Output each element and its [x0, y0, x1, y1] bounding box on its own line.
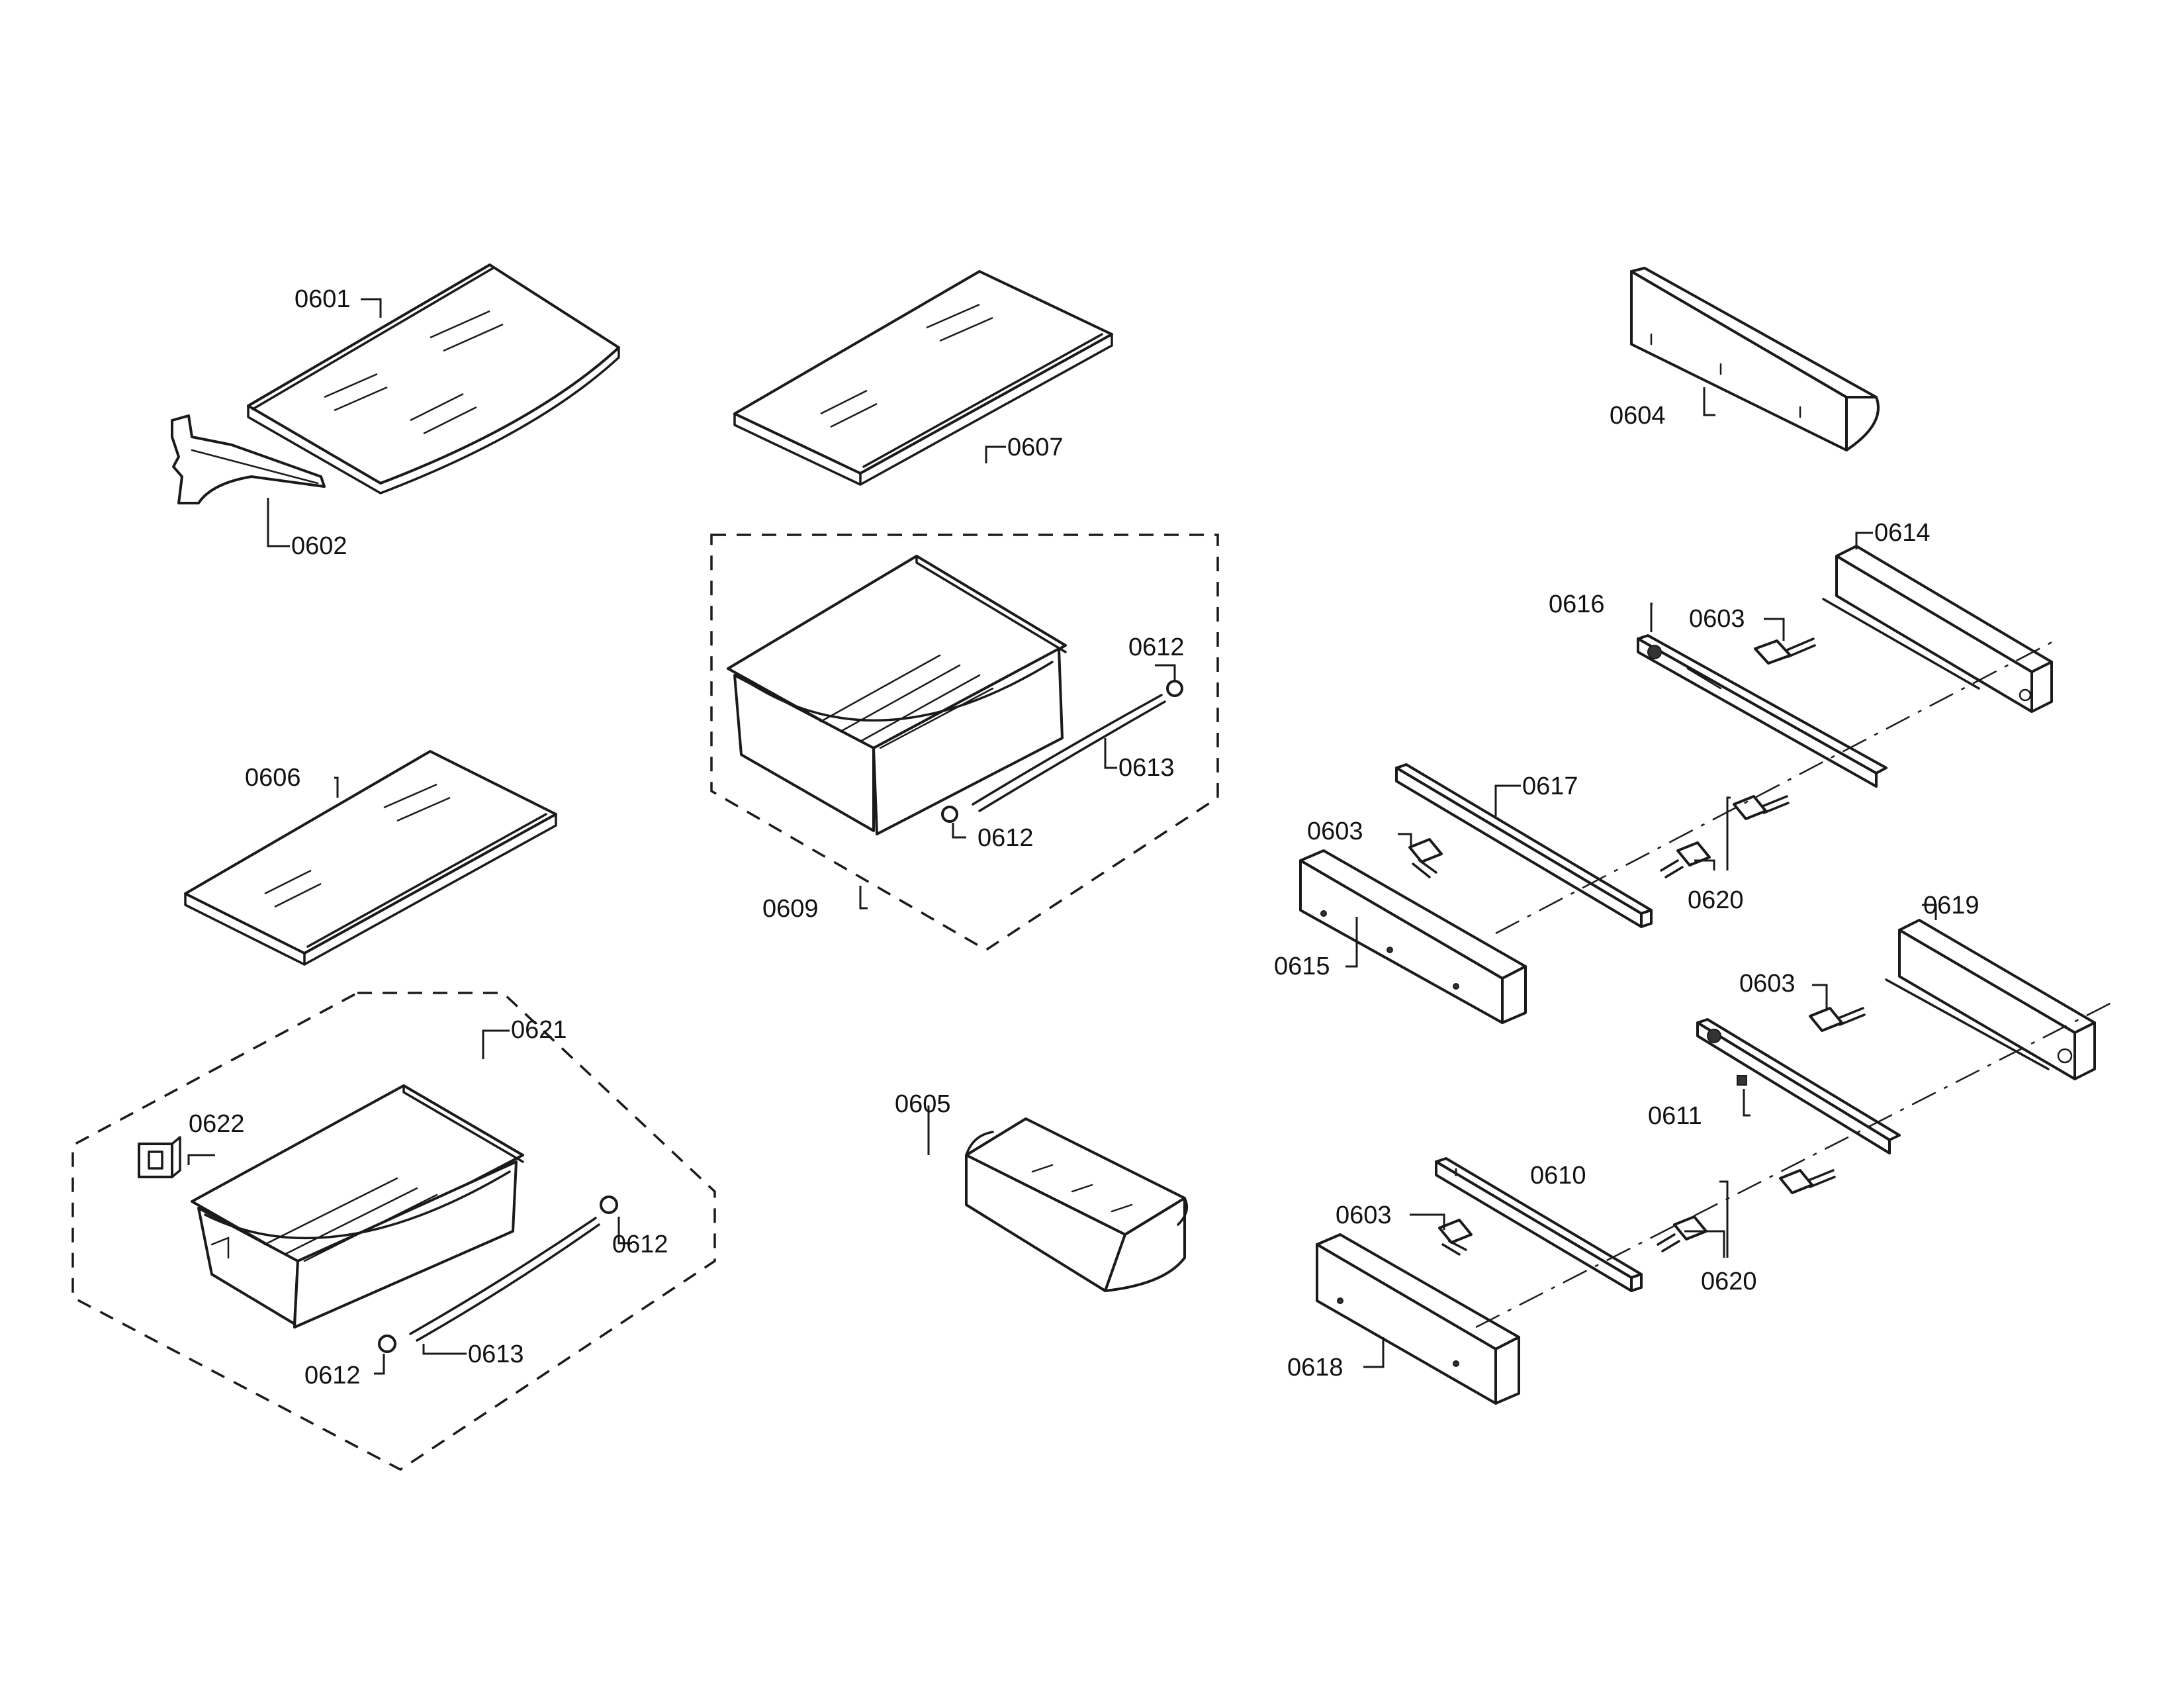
part-0607-glass-shelf — [733, 270, 1113, 486]
callout-0609: 0609 — [762, 895, 819, 923]
callout-0613-drawer-top: 0613 — [1118, 754, 1175, 782]
part-0605-bin — [965, 1117, 1189, 1292]
callout-0621: 0621 — [511, 1016, 567, 1044]
callout-0610: 0610 — [1530, 1162, 1586, 1190]
callout-0616: 0616 — [1549, 590, 1605, 618]
callout-0612-drawer-bottom-right: 0612 — [612, 1231, 668, 1258]
leader-lines — [187, 298, 1937, 1375]
callout-0603-lower-right: 0603 — [1739, 970, 1796, 998]
callout-0603-upper-right: 0603 — [1689, 605, 1745, 633]
part-0617-rail — [1395, 763, 1653, 928]
callout-0602: 0602 — [291, 532, 347, 560]
part-0614-slide-housing — [1822, 545, 2053, 713]
screw-0603-lower-right — [1809, 1007, 1866, 1032]
callout-0619: 0619 — [1923, 892, 1979, 919]
part-0610-rail — [1435, 1157, 1643, 1292]
part-0609-drawer-assembly — [710, 534, 1219, 952]
screw-0620-lower-right — [1779, 1169, 1836, 1194]
callout-0605: 0605 — [895, 1090, 951, 1118]
part-0602-shelf-bracket — [171, 414, 326, 504]
callout-0606: 0606 — [245, 764, 301, 792]
callout-0618: 0618 — [1287, 1354, 1343, 1382]
callout-0622: 0622 — [189, 1110, 245, 1138]
part-0606-glass-shelf — [184, 750, 557, 966]
centerline-lower-slide — [1475, 998, 2118, 1329]
callout-0620-upper: 0620 — [1688, 886, 1744, 914]
part-0618-front-panel — [1316, 1233, 1520, 1405]
screw-0603-upper-right — [1754, 637, 1816, 665]
screw-0620-left-lower — [1657, 1215, 1707, 1252]
part-0616-slide-rail — [1637, 634, 1888, 788]
part-0621-drawer-assembly — [71, 992, 716, 1472]
callout-0613-drawer-bottom: 0613 — [468, 1340, 524, 1368]
part-0611-slide-rail — [1696, 1018, 1901, 1154]
callout-0612-drawer-top-left: 0612 — [978, 824, 1034, 852]
part-0604-cover — [1630, 267, 1880, 451]
callout-labels: 0601 0602 0607 0606 0609 0612 0613 0612 … — [189, 285, 1979, 1389]
screw-0620-upper-right — [1733, 795, 1790, 820]
callout-0604: 0604 — [1610, 402, 1666, 430]
part-0601-glass-shelf — [247, 263, 620, 494]
callout-0615: 0615 — [1274, 953, 1330, 980]
part-0619-slide-housing — [1885, 919, 2096, 1080]
callout-0603-left-upper: 0603 — [1307, 818, 1363, 845]
callout-0612-drawer-bottom-left: 0612 — [304, 1362, 361, 1389]
callout-0614: 0614 — [1874, 519, 1931, 547]
centerline-upper-slide — [1495, 637, 2059, 935]
callout-0612-drawer-top: 0612 — [1128, 633, 1185, 661]
callout-0617: 0617 — [1522, 773, 1578, 800]
part-0615-front-panel — [1299, 849, 1527, 1024]
screw-0603-left-upper — [1408, 838, 1443, 878]
callout-0603-left-lower: 0603 — [1336, 1201, 1392, 1229]
callout-0607: 0607 — [1007, 434, 1064, 461]
callout-0620-lower: 0620 — [1701, 1268, 1757, 1295]
screw-0603-left-lower — [1438, 1219, 1473, 1256]
callout-0601: 0601 — [295, 285, 351, 313]
callout-0611: 0611 — [1648, 1102, 1702, 1130]
